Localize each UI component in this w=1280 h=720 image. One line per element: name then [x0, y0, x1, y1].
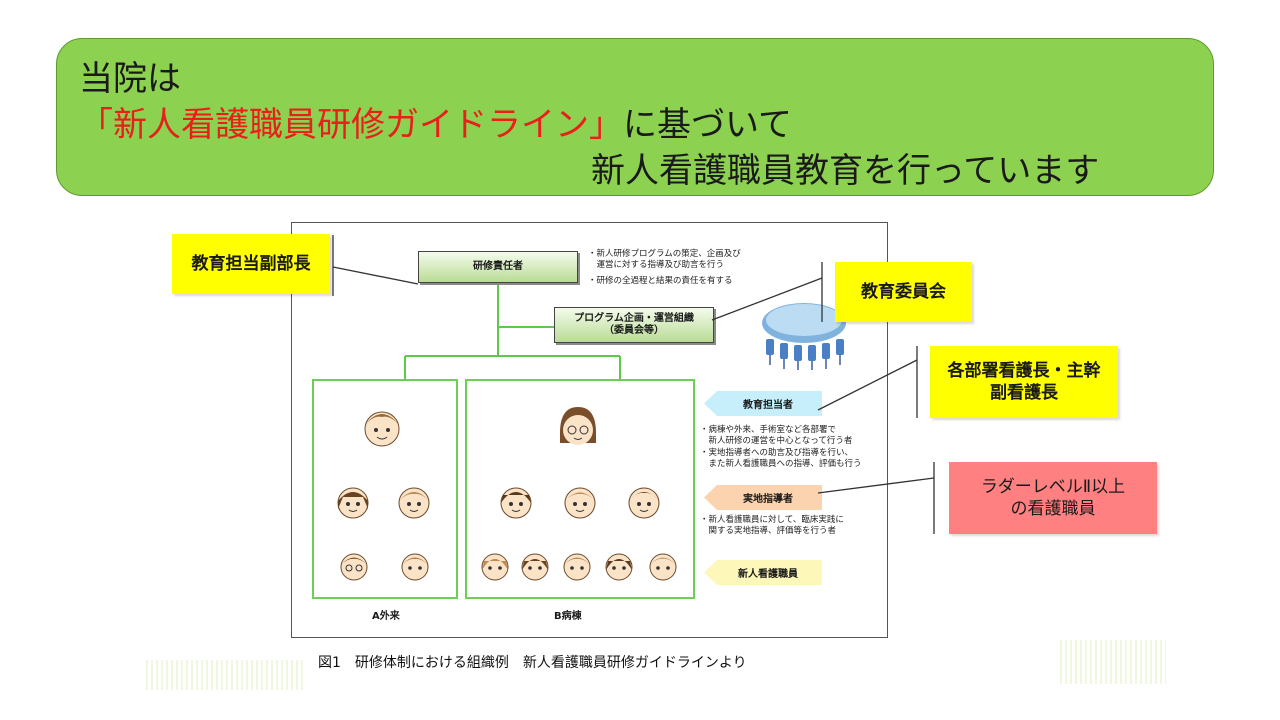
program-organization-sublabel: （委員会等）	[604, 325, 664, 336]
callout-head-nurse-line2: 副看護長	[990, 383, 1058, 403]
new-nurse-face-icon	[340, 553, 368, 581]
callout-ladder-line2: の看護職員	[1010, 499, 1096, 519]
note-line: また新人看護職員への指導、評価も行う	[700, 459, 862, 470]
role-new-nurse-label: 新人看護職員	[738, 569, 798, 580]
decorative-band	[146, 660, 306, 690]
guideline-title: 「新人看護職員研修ガイドライン」	[79, 105, 623, 145]
note-line: ・病棟や外来、手術室など各部署で	[700, 425, 837, 435]
callout-vice-director: 教育担当副部長	[172, 234, 330, 294]
onsite-instructor-face-icon	[500, 487, 532, 519]
note-line: ・新人看護職員に対して、臨床実践に	[700, 515, 844, 525]
note-line: ・新人研修プログラムの策定、企画及び	[588, 249, 741, 259]
note-line: ・研修の全過程と結果の責任を有する	[588, 275, 733, 286]
role-education-notes: ・病棟や外来、手術室など各部署で 新人研修の運営を中心となって行う者 ・実地指導…	[700, 425, 862, 471]
note-line: 関する実地指導、評価等を行う者	[700, 526, 837, 537]
meeting-table-icon	[762, 303, 846, 370]
education-staff-face-icon	[364, 411, 400, 447]
dept-a-box	[312, 379, 458, 599]
note-line: 新人研修の運営を中心となって行う者	[700, 436, 853, 447]
new-nurse-face-icon	[401, 553, 429, 581]
new-nurse-face-icon	[605, 553, 633, 581]
role-education-tag: 教育担当者	[704, 391, 822, 416]
role-onsite-tag: 実地指導者	[704, 485, 822, 510]
dept-a-label: A外来	[372, 611, 400, 622]
program-organization-label: プログラム企画・運営組織	[574, 312, 694, 324]
callout-ladder-level: ラダーレベルⅡ以上 の看護職員	[949, 462, 1157, 534]
role-education-label: 教育担当者	[743, 400, 793, 411]
onsite-instructor-face-icon	[337, 487, 369, 519]
callout-head-nurse: 各部署看護長・主幹 副看護長	[930, 346, 1118, 418]
new-nurse-face-icon	[481, 553, 509, 581]
education-staff-face-icon	[560, 407, 596, 445]
callout-committee: 教育委員会	[835, 262, 972, 322]
role-new-nurse-tag: 新人看護職員	[704, 560, 822, 585]
new-nurse-face-icon	[521, 553, 549, 581]
onsite-instructor-face-icon	[564, 487, 596, 519]
note-line: ・実地指導者への助言及び指導を行い、	[700, 447, 854, 458]
callout-committee-label: 教育委員会	[861, 281, 946, 302]
dept-b-box	[465, 379, 695, 599]
callout-vice-director-label: 教育担当副部長	[191, 253, 311, 274]
banner-line-3: 新人看護職員教育を行っています	[591, 151, 1100, 191]
role-onsite-notes: ・新人看護職員に対して、臨床実践に 関する実地指導、評価等を行う者	[700, 515, 844, 538]
onsite-instructor-face-icon	[398, 487, 430, 519]
org-chart-figure: 研修責任者 ・新人研修プログラムの策定、企画及び 運営に対する指導及び助言を行う…	[291, 222, 888, 638]
callout-ladder-line1: ラダーレベルⅡ以上	[980, 476, 1126, 497]
new-nurse-face-icon	[563, 553, 591, 581]
dept-b-label: B病棟	[554, 611, 582, 622]
header-banner: 当院は 「新人看護職員研修ガイドライン」に基づいて 新人看護職員教育を行っていま…	[56, 38, 1214, 196]
note-line: 運営に対する指導及び助言を行う	[588, 260, 725, 271]
onsite-instructor-face-icon	[628, 487, 660, 519]
new-nurse-face-icon	[649, 553, 677, 581]
banner-line-2: 「新人看護職員研修ガイドライン」に基づいて	[79, 97, 792, 146]
role-onsite-label: 実地指導者	[743, 494, 793, 505]
callout-head-nurse-line1: 各部署看護長・主幹	[947, 360, 1101, 381]
training-manager-notes: ・新人研修プログラムの策定、企画及び 運営に対する指導及び助言を行う ・研修の全…	[588, 249, 741, 287]
program-organization-box: プログラム企画・運営組織 （委員会等）	[554, 307, 714, 343]
banner-line-1: 当院は	[79, 59, 181, 99]
training-manager-label: 研修責任者	[473, 260, 523, 272]
figure-caption: 図1 研修体制における組織例 新人看護職員研修ガイドラインより	[318, 655, 747, 671]
training-manager-box: 研修責任者	[418, 251, 578, 283]
banner-line-2-rest: に基づいて	[623, 105, 792, 145]
chart-connectors	[404, 281, 621, 379]
decorative-band	[1060, 640, 1166, 684]
